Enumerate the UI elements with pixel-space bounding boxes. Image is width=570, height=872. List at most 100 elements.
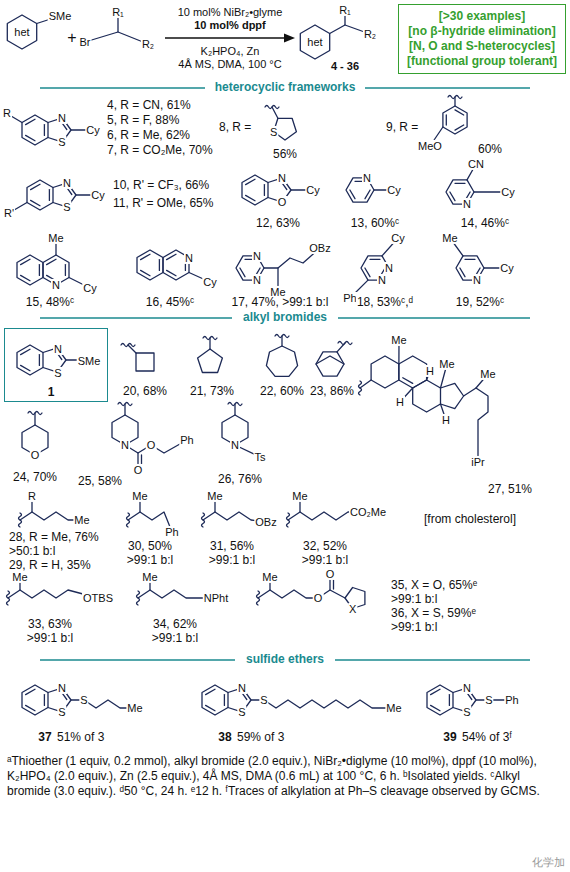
compound-label: [from cholesterol] [423, 513, 517, 526]
atom-label: R₁ [338, 4, 352, 16]
atom-label: N [384, 262, 394, 274]
compound-label: 14, 46%ᶜ [460, 217, 510, 230]
compound-label: 34, 62% [152, 618, 198, 631]
atom-label: Ph [504, 694, 519, 706]
compound-label: 9, R = [385, 121, 419, 134]
atom-label: O [133, 464, 144, 476]
atom-label: Me [47, 232, 64, 244]
atom-label: Me [441, 232, 458, 244]
atom-label: 10 mol% NiBr₂•glyme [177, 6, 284, 18]
atom-label: SMe [48, 10, 73, 22]
atom-label: Me [131, 490, 148, 502]
compound-label: 12, 63% [255, 217, 301, 230]
atom-label: Me [385, 702, 402, 714]
atom-label: S [53, 367, 62, 379]
compound-label: >99:1 b:l [301, 554, 349, 567]
compound-label: 28, R = Me, 76% [8, 531, 100, 544]
atom-label: R [27, 490, 37, 502]
atom-label: O [277, 196, 288, 208]
compound-label: >99:1 b:l [151, 632, 199, 645]
atom-label: S [79, 694, 88, 706]
atom-label: Br [79, 36, 92, 48]
atom-label: 4Å MS, DMA, 100 °C [177, 58, 282, 70]
atom-label: Cy [499, 262, 514, 274]
compound-label: >99:1 b:l [126, 554, 174, 567]
compound-label: >50:1 b:l [8, 545, 56, 558]
compound-label: 17, 47%, >99:1 b:l [230, 296, 329, 309]
atom-label: N [472, 274, 482, 286]
compound-label: 4, R = CN, 61% [106, 99, 192, 112]
atom-label: N [277, 172, 287, 184]
compound-label: 19, 52%ᶜ [455, 296, 505, 309]
compound-label: 18, 53%ᶜ,ᵈ [356, 296, 414, 309]
compound-label: 15, 48%ᶜ [25, 296, 75, 309]
atom-label: N [57, 112, 67, 124]
compound-label: 8, R = [218, 121, 252, 134]
compound-label: 59% of 3 [236, 731, 285, 744]
feature-tag: [>30 examples] [439, 9, 525, 24]
atom-label: N [237, 682, 247, 694]
atom-label: S [462, 706, 471, 718]
compound-label: 27, 51% [487, 483, 533, 496]
atom-label: Ph [164, 526, 179, 538]
atom-label: iPr [470, 456, 485, 468]
atom-label: Cy [500, 186, 515, 198]
compound-label: 30, 50% [127, 540, 173, 553]
atom-label: Cy [82, 282, 97, 294]
atom-label: Cy [305, 184, 320, 196]
atom-label: Ph [179, 434, 194, 446]
compound-number: 1 [47, 386, 56, 399]
compound-label: 13, 60%ᶜ [350, 217, 400, 230]
compound-label: 39 [442, 731, 457, 744]
atom-label: Me [73, 514, 90, 526]
atom-label: O [313, 592, 324, 604]
compound-label: 24, 70% [12, 471, 58, 484]
atom-label: het [13, 26, 30, 38]
atom-label: S [259, 694, 268, 706]
atom-label: R₁ [111, 6, 125, 18]
compound-label: 37 [37, 731, 52, 744]
atom-label: SMe [77, 355, 102, 367]
atom-label: O [146, 439, 157, 451]
atom-label: K₂HPO₄, Zn [200, 45, 261, 57]
atom-label: N [252, 274, 262, 286]
atom-label: N [120, 439, 130, 451]
watermark: 化学加 [531, 856, 566, 868]
compound-label: 31, 56% [209, 540, 255, 553]
compound-label: 35, X = O, 65%ᵉ [390, 579, 478, 592]
substrate-box: NSSMe1 [4, 328, 108, 402]
atom-label: CN [467, 158, 485, 170]
atom-label: R₂ [363, 28, 377, 40]
atom-label: N [252, 250, 262, 262]
section-heading: alkyl bromides [242, 311, 328, 324]
atom-label: H [395, 396, 405, 408]
atom-label: R [2, 107, 12, 119]
atom-label: H [441, 414, 451, 426]
compound-label: 32, 52% [302, 540, 348, 553]
atom-label: N [462, 682, 472, 694]
compound-label: 36, X = S, 59%ᵉ [390, 607, 477, 620]
atom-label: R' [3, 207, 15, 219]
compound-label: >99:1 b:l [208, 554, 256, 567]
atom-label: MeO [417, 140, 443, 152]
atom-label: Cy [390, 232, 405, 244]
atom-label: S [269, 126, 278, 138]
compound-label: >99:1 b:l [26, 632, 74, 645]
atom-label: Me [206, 490, 223, 502]
atom-label: R₂ [141, 38, 155, 50]
atom-label: S [237, 706, 246, 718]
atom-label: Me [11, 571, 28, 583]
compound-label: 25, 58% [77, 475, 123, 488]
atom-label: Ts [254, 451, 267, 463]
atom-label: OBz [308, 242, 331, 254]
atom-label: Me [141, 571, 158, 583]
feature-tag: [functional group tolerant] [407, 54, 557, 69]
compound-label: 6, R = Me, 62% [106, 129, 191, 142]
atom-label: N [377, 274, 387, 286]
atom-label: Me [126, 702, 143, 714]
atom-label: N [57, 682, 67, 694]
atom-label: N [184, 251, 194, 263]
atom-label: Me [479, 368, 496, 380]
section-heading: heterocyclic frameworks [214, 81, 357, 94]
atom-label: Me [261, 571, 278, 583]
